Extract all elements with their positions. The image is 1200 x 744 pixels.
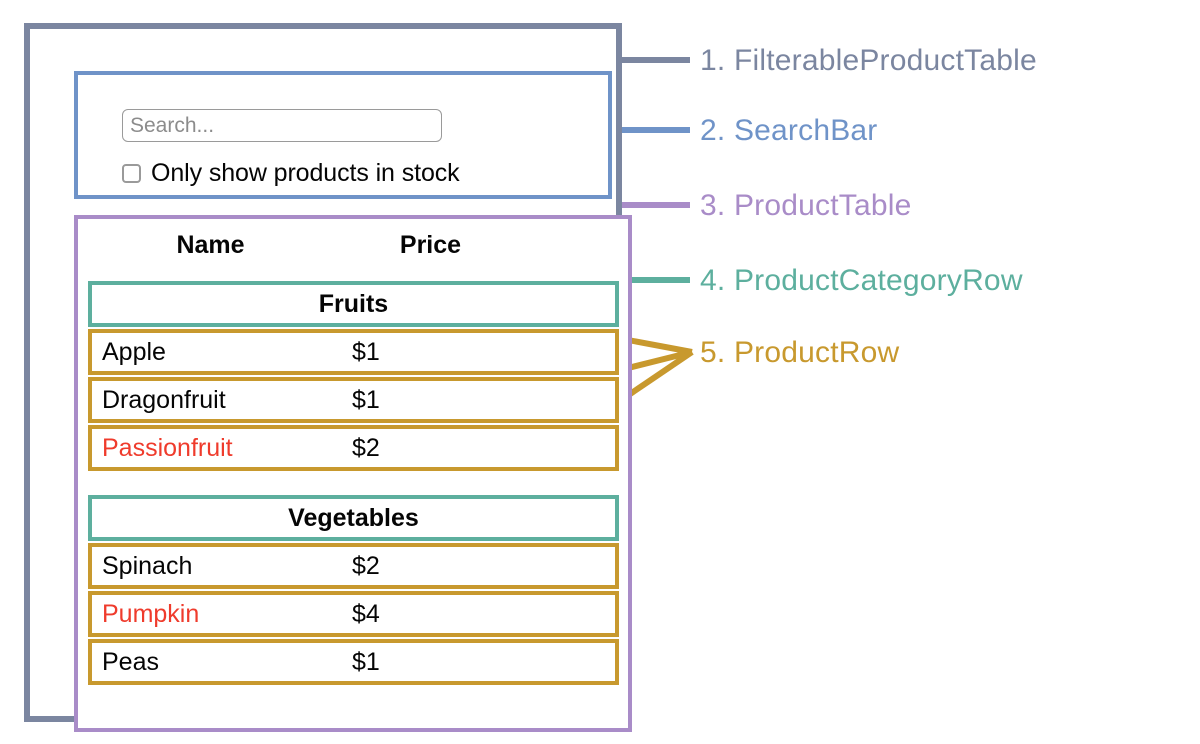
product-row: Peas $1: [88, 639, 619, 685]
product-name: Peas: [102, 647, 159, 676]
filterable-product-table-frame: Only show products in stock Name Price F…: [24, 23, 632, 732]
column-header-price: Price: [399, 231, 462, 259]
product-price: $2: [352, 551, 380, 580]
category-group-spacer: [88, 473, 619, 495]
product-name: Spinach: [102, 551, 193, 580]
product-row: Apple $1: [88, 329, 619, 375]
product-price: $1: [352, 385, 380, 414]
product-category-label: Vegetables: [288, 503, 419, 532]
in-stock-checkbox[interactable]: [122, 164, 141, 183]
in-stock-checkbox-label: Only show products in stock: [151, 159, 460, 187]
product-name: Pumpkin: [102, 599, 200, 628]
product-price: $4: [352, 599, 380, 628]
product-row: Spinach $2: [88, 543, 619, 589]
legend-label-product-category-row: 4. ProductCategoryRow: [700, 264, 1023, 297]
product-row: Pumpkin $4: [88, 591, 619, 637]
search-bar-frame: Only show products in stock: [74, 71, 612, 199]
product-category-label: Fruits: [318, 289, 389, 318]
product-price: $1: [352, 337, 380, 366]
product-price: $1: [352, 647, 380, 676]
product-name: Passionfruit: [102, 433, 233, 462]
product-name: Apple: [102, 337, 166, 366]
product-name: Dragonfruit: [102, 385, 226, 414]
product-price: $2: [352, 433, 380, 462]
column-header-name: Name: [176, 231, 245, 259]
product-row: Passionfruit $2: [88, 425, 619, 471]
legend-label-search-bar: 2. SearchBar: [700, 114, 878, 147]
product-row: Dragonfruit $1: [88, 377, 619, 423]
product-table-frame: Name Price Fruits Apple $1 Dragonfruit $…: [74, 215, 632, 732]
legend-label-product-table: 3. ProductTable: [700, 189, 912, 222]
product-category-row: Vegetables: [88, 495, 619, 541]
legend-label-product-row: 5. ProductRow: [700, 336, 900, 369]
in-stock-filter-row[interactable]: Only show products in stock: [122, 159, 460, 188]
legend-label-filterable-product-table: 1. FilterableProductTable: [700, 44, 1037, 77]
product-table-rows: Fruits Apple $1 Dragonfruit $1 Passionfr…: [88, 281, 619, 687]
product-category-row: Fruits: [88, 281, 619, 327]
product-table-header-row: Name Price: [78, 231, 628, 267]
search-input[interactable]: [122, 109, 442, 142]
